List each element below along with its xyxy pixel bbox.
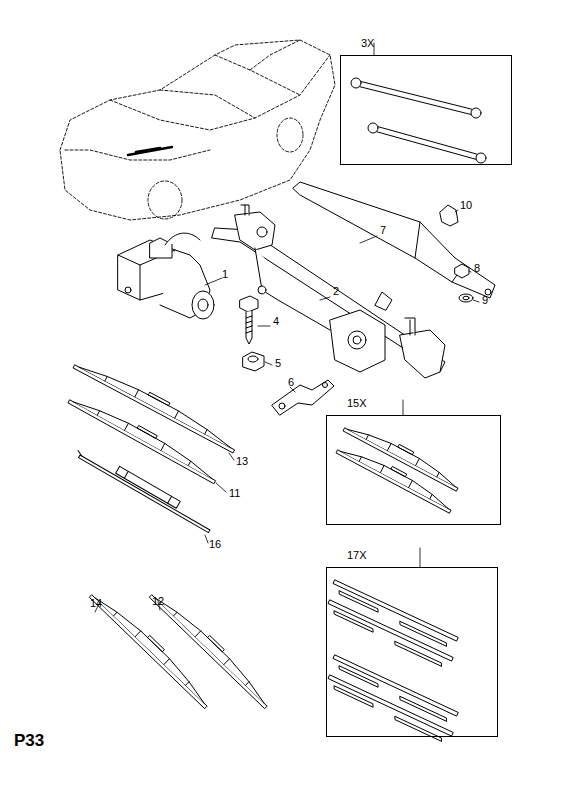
callout-number: 7 bbox=[380, 224, 386, 237]
kit-quantity: 17X bbox=[347, 549, 367, 562]
callout-number: 10 bbox=[460, 199, 472, 212]
callout-number: 5 bbox=[275, 357, 281, 370]
wiper-blades bbox=[68, 355, 463, 744]
bracket bbox=[272, 380, 334, 415]
nut bbox=[243, 352, 264, 371]
callout-number: 14 bbox=[90, 597, 102, 610]
wiper-motor bbox=[118, 233, 214, 319]
callout-number: 13 bbox=[236, 455, 248, 468]
callout-number: 1 bbox=[222, 268, 228, 281]
callout-number: 16 bbox=[209, 538, 221, 551]
leader-lines bbox=[95, 43, 479, 612]
linkage-rods bbox=[351, 78, 486, 163]
callout-number: 12 bbox=[152, 595, 164, 608]
screw bbox=[240, 296, 258, 344]
page-code: P33 bbox=[14, 731, 44, 751]
kit-quantity: 3X bbox=[361, 37, 374, 50]
kit-box: 15X bbox=[326, 415, 501, 525]
callout-number: 4 bbox=[273, 315, 279, 328]
kit-quantity: 15X bbox=[347, 397, 367, 410]
callout-number: 6 bbox=[288, 376, 294, 389]
callout-number: 2 bbox=[333, 285, 339, 298]
small-parts bbox=[440, 205, 473, 302]
car-wiper-location bbox=[128, 147, 172, 155]
callout-number: 9 bbox=[482, 294, 488, 307]
car-outline bbox=[60, 40, 335, 220]
wiper-arm bbox=[293, 182, 495, 298]
kit-box: 3X bbox=[340, 55, 512, 165]
callout-number: 8 bbox=[474, 262, 480, 275]
callout-number: 11 bbox=[229, 487, 240, 500]
kit-box: 17X bbox=[326, 567, 498, 737]
